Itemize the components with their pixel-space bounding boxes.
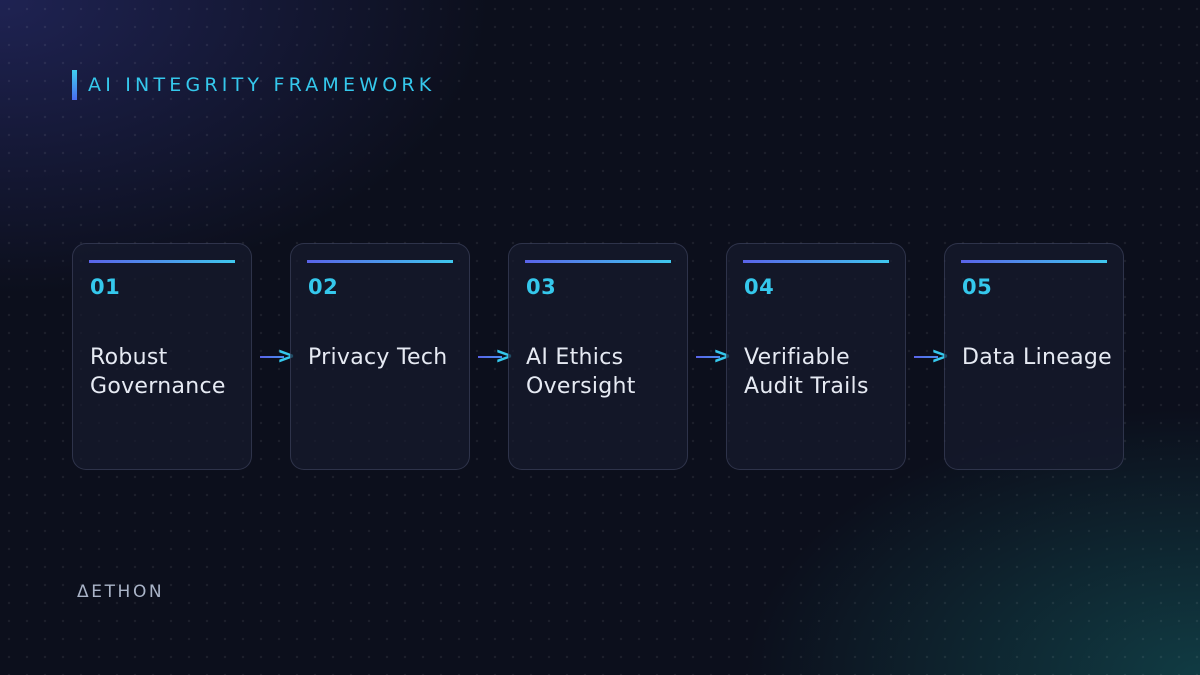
step-label: AI Ethics Oversight [526, 345, 636, 399]
step-card-3: 03 AI Ethics Oversight [508, 243, 688, 470]
step-label: Privacy Tech [308, 345, 448, 370]
flow-arrow-4: > [914, 343, 949, 373]
step-label: Verifiable Audit Trails [744, 345, 869, 399]
step-number: 01 [90, 275, 121, 299]
step-label: Data Lineage [962, 345, 1112, 370]
flow-arrow-2: > [478, 343, 513, 373]
step-card-rule [307, 260, 453, 263]
step-number: 05 [962, 275, 993, 299]
step-card-rule [89, 260, 235, 263]
header-accent-bar [72, 70, 77, 100]
step-card-1: 01 Robust Governance [72, 243, 252, 470]
slide-header: AI INTEGRITY FRAMEWORK [72, 70, 435, 100]
flow-arrow-3: > [696, 343, 731, 373]
step-number: 04 [744, 275, 775, 299]
step-label: Robust Governance [90, 345, 226, 399]
arrow-line [260, 356, 284, 358]
step-number: 02 [308, 275, 339, 299]
step-card-rule [743, 260, 889, 263]
step-card-rule [525, 260, 671, 263]
step-card-5: 05 Data Lineage [944, 243, 1124, 470]
arrow-line [914, 356, 938, 358]
step-number: 03 [526, 275, 557, 299]
arrow-line [696, 356, 720, 358]
step-card-2: 02 Privacy Tech [290, 243, 470, 470]
brand-logo: ΔETHON [77, 582, 165, 602]
process-flow: 01 Robust Governance > 02 Privacy Tech >… [72, 243, 1126, 472]
arrow-line [478, 356, 502, 358]
slide-title: AI INTEGRITY FRAMEWORK [88, 74, 436, 96]
flow-arrow-1: > [260, 343, 295, 373]
step-card-4: 04 Verifiable Audit Trails [726, 243, 906, 470]
step-card-rule [961, 260, 1107, 263]
